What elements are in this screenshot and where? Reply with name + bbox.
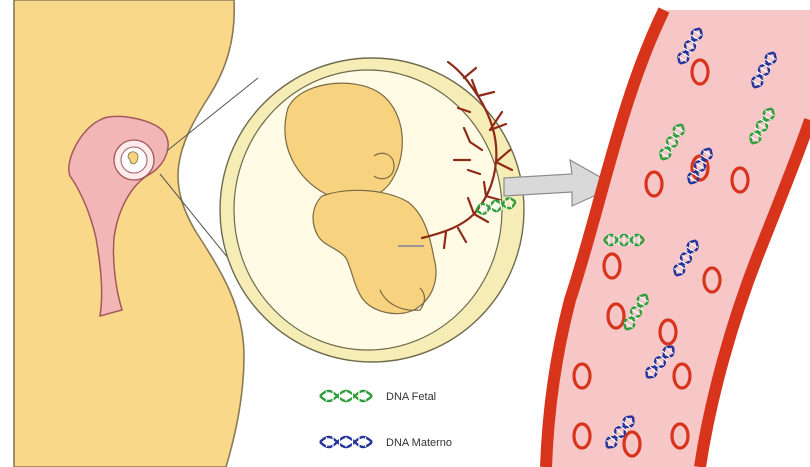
legend-maternal-label: DNA Materno bbox=[386, 437, 452, 449]
dna-helix-blue-icon bbox=[320, 437, 372, 447]
dna-helix-green-icon bbox=[320, 391, 372, 401]
legend-fetal-label: DNA Fetal bbox=[386, 391, 436, 403]
legend: DNA Fetal DNA Materno bbox=[320, 391, 452, 449]
blood-vessel bbox=[546, 10, 810, 467]
dna-helix-blue-icon bbox=[320, 437, 372, 447]
mother-body bbox=[14, 0, 244, 467]
dna-helix-green-icon bbox=[320, 391, 372, 401]
